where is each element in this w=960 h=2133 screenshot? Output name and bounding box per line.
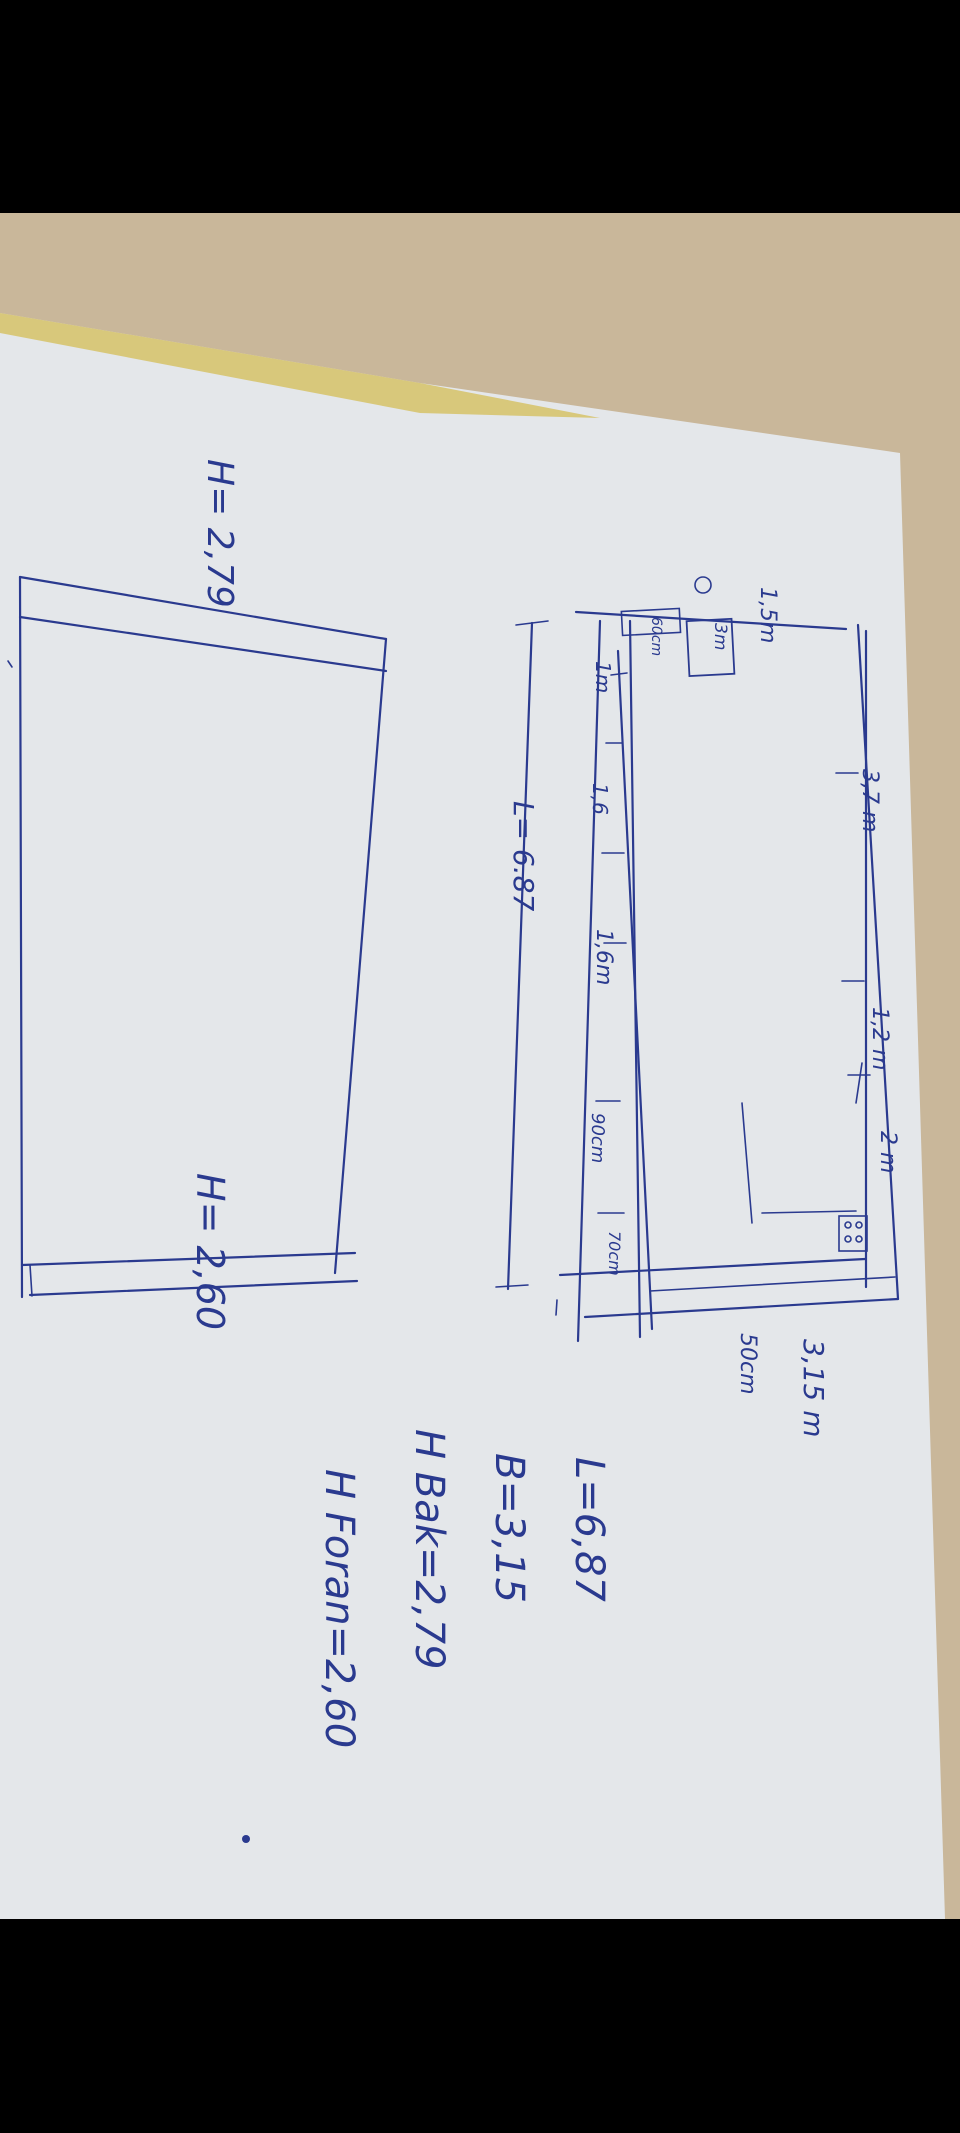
label-summary-length: L=6,87 bbox=[566, 1457, 612, 1602]
section-left-wall bbox=[18, 575, 24, 1299]
floor-plan bbox=[495, 576, 900, 1343]
plan-stove-burner bbox=[855, 1221, 863, 1229]
section-top-line-2 bbox=[18, 615, 388, 673]
plan-box-3m bbox=[685, 617, 736, 678]
plan-long-side-top bbox=[576, 619, 602, 1343]
plan-fixture-symbol bbox=[694, 576, 712, 594]
section-right-wall bbox=[333, 637, 388, 1275]
plan-inner-wall bbox=[616, 649, 654, 1331]
label-summary-height-bak: H Bak=2,79 bbox=[406, 1429, 452, 1670]
plan-total-length-line bbox=[506, 621, 534, 1291]
label-dim-1-5m: 1,5m bbox=[755, 587, 780, 644]
plan-stair-line bbox=[855, 1062, 863, 1104]
label-section-height-right: H= 2,60 bbox=[188, 1173, 232, 1331]
plan-stove-burner bbox=[844, 1221, 852, 1229]
plan-box-60cm bbox=[620, 607, 682, 637]
section-floor-line-2 bbox=[28, 1279, 359, 1297]
plan-stair-line bbox=[741, 1102, 753, 1224]
label-box-3m: 3m bbox=[710, 623, 730, 651]
label-summary-width: B=3,15 bbox=[486, 1453, 532, 1604]
bottom-black-band bbox=[0, 1919, 960, 2133]
plan-right-dim-line bbox=[649, 1276, 896, 1292]
label-dim-2m: 2 m bbox=[875, 1131, 900, 1174]
plan-stove-burner bbox=[855, 1235, 863, 1243]
plan-tick bbox=[555, 1299, 558, 1316]
label-dim-3-7m: 3,7 m bbox=[857, 769, 882, 833]
label-summary-height-front: H Foran=2,60 bbox=[316, 1469, 362, 1749]
label-dim-1m-bottom: 1m bbox=[591, 661, 615, 694]
plan-stair-line bbox=[761, 1210, 857, 1214]
section-corner-mark bbox=[7, 660, 13, 668]
label-dim-90cm: 90cm bbox=[587, 1113, 608, 1164]
sketch-drawing bbox=[0, 213, 960, 1919]
plan-stove-burner bbox=[844, 1235, 852, 1243]
label-dim-1-2m: 1,2 m bbox=[867, 1007, 892, 1071]
label-dim-1-6: 1,6 bbox=[588, 783, 612, 815]
label-box-60cm: 60cm bbox=[648, 617, 664, 657]
section-top-line-1 bbox=[18, 575, 388, 641]
section-floor-line-1 bbox=[20, 1251, 357, 1267]
plan-end-right bbox=[558, 1257, 867, 1277]
plan-total-length-end bbox=[515, 620, 549, 626]
sketch-photo: 1,5m 3,7 m 1,2 m 2 m 3,15 m 50cm 3m 60cm… bbox=[0, 213, 960, 1919]
section-view bbox=[7, 575, 388, 1299]
label-dim-1-6m: 1,6m bbox=[591, 929, 616, 986]
label-dim-50cm: 50cm bbox=[735, 1333, 760, 1395]
top-black-band bbox=[0, 0, 960, 213]
label-total-length: L= 6.87 bbox=[507, 801, 540, 912]
ink-dot bbox=[242, 1835, 250, 1843]
plan-long-side-bottom bbox=[583, 1297, 900, 1319]
paper-sheet bbox=[0, 313, 945, 1919]
plan-tick bbox=[610, 672, 628, 676]
plan-short-side bbox=[856, 623, 900, 1301]
paper-edge bbox=[0, 313, 600, 418]
section-floor-tick bbox=[29, 1264, 33, 1297]
plan-total-length-end bbox=[495, 1284, 529, 1288]
label-dim-70cm: 70cm bbox=[605, 1231, 624, 1276]
label-section-height-left: H= 2,79 bbox=[199, 459, 240, 608]
label-dim-3-15m: 3,15 m bbox=[797, 1339, 830, 1438]
